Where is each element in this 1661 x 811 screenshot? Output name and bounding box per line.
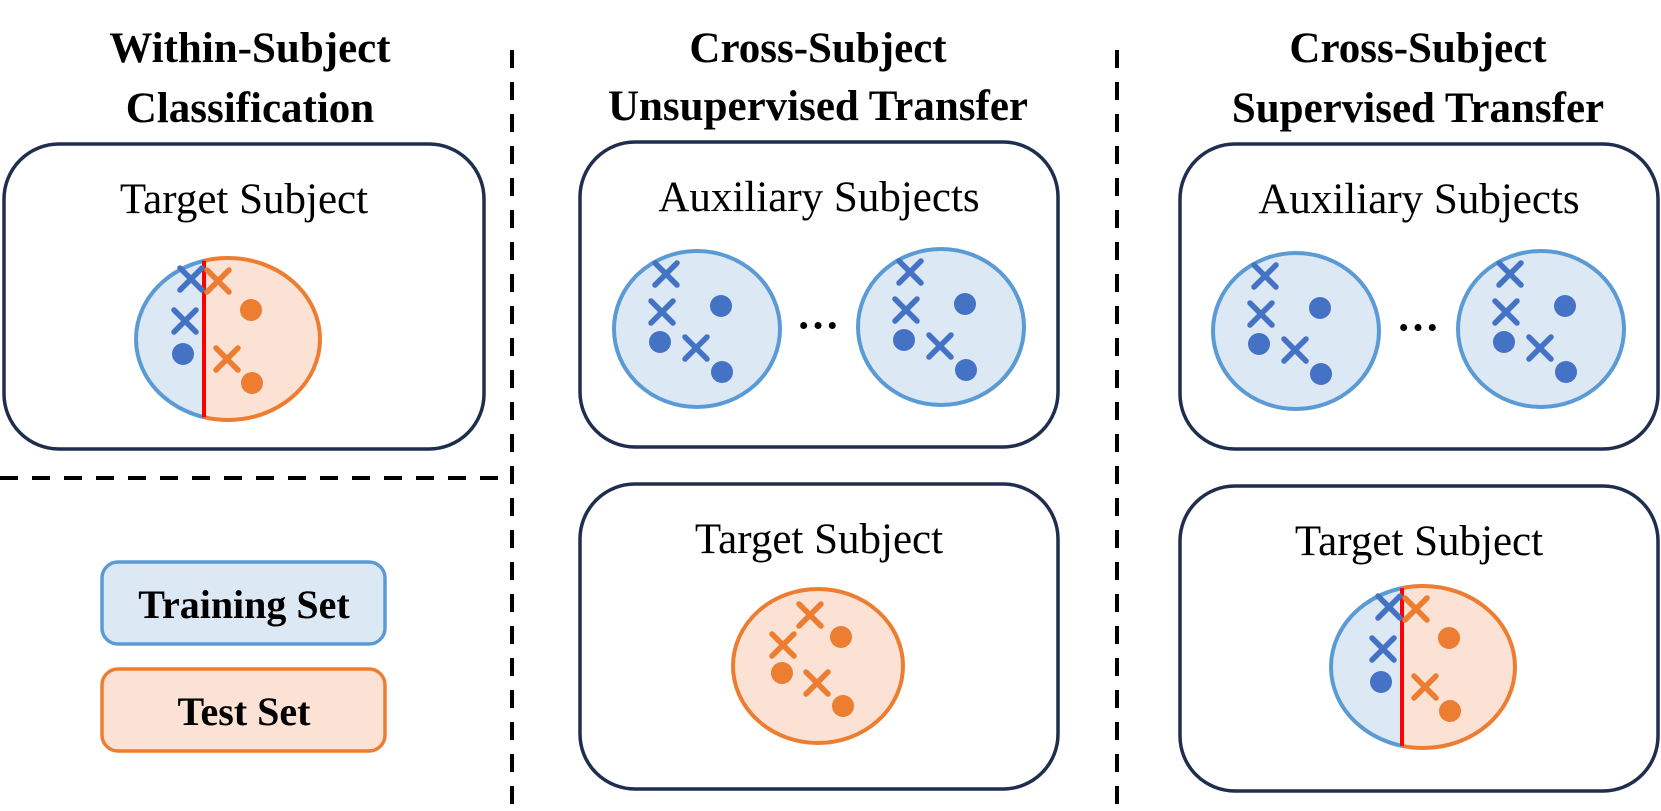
sup-ellipsis: ··· <box>1396 305 1439 352</box>
unsup-target-label: Target Subject <box>695 516 943 563</box>
dot-marker-icon <box>771 662 793 684</box>
cross-marker-icon <box>803 669 831 697</box>
legend-training-swatch <box>100 560 387 646</box>
dot-marker-icon <box>649 331 671 353</box>
cross-marker-icon <box>177 265 205 293</box>
subject-ellipse <box>731 587 905 745</box>
cross-marker-icon <box>926 332 954 360</box>
sup-heading-line1: Cross-Subject <box>1289 25 1547 72</box>
sup-aux-label: Auxiliary Subjects <box>1258 176 1579 223</box>
dot-marker-icon <box>893 329 915 351</box>
cross-marker-icon <box>1402 595 1430 623</box>
unsup-target-subject <box>731 587 905 745</box>
sup-aux-subject-1 <box>1211 251 1381 411</box>
test-half <box>204 256 322 422</box>
subject-ellipse <box>1211 251 1381 411</box>
dot-marker-icon <box>240 299 262 321</box>
cross-marker-icon <box>648 298 676 326</box>
dot-marker-icon <box>1439 700 1461 722</box>
dot-marker-icon <box>832 695 854 717</box>
legend-test-label: Test Set <box>178 689 312 734</box>
cross-marker-icon <box>1247 300 1275 328</box>
cross-marker-icon <box>796 601 824 629</box>
cross-marker-icon <box>892 296 920 324</box>
training-half <box>1329 586 1402 748</box>
test-half <box>1402 584 1517 750</box>
subject-ellipse <box>856 247 1026 407</box>
cross-marker-icon <box>682 334 710 362</box>
cross-marker-icon <box>213 345 241 373</box>
cross-marker-icon <box>1251 262 1279 290</box>
unsup-aux-subject-1 <box>612 249 782 409</box>
cross-marker-icon <box>204 267 232 295</box>
cross-marker-icon <box>1375 593 1403 621</box>
dot-marker-icon <box>1370 671 1392 693</box>
dot-marker-icon <box>830 626 852 648</box>
within-split-subject <box>134 256 322 422</box>
subject-ellipse <box>612 249 782 409</box>
unsup-heading-line2: Unsupervised Transfer <box>608 83 1028 130</box>
unsup-ellipsis: ··· <box>796 303 839 350</box>
sup-target-label: Target Subject <box>1295 518 1543 565</box>
cross-marker-icon <box>896 258 924 286</box>
sup-split-subject <box>1329 584 1517 750</box>
cross-marker-icon <box>171 307 199 335</box>
dot-marker-icon <box>954 293 976 315</box>
cross-marker-icon <box>1496 260 1524 288</box>
cross-marker-icon <box>1411 673 1439 701</box>
cross-marker-icon <box>1369 635 1397 663</box>
dot-marker-icon <box>1438 627 1460 649</box>
within-heading-line1: Within-Subject <box>109 25 391 72</box>
dot-marker-icon <box>172 343 194 365</box>
dot-marker-icon <box>1309 297 1331 319</box>
dot-marker-icon <box>711 361 733 383</box>
subject-ellipse <box>1456 249 1626 409</box>
legend-training-label: Training Set <box>138 582 350 627</box>
dot-marker-icon <box>955 359 977 381</box>
cross-marker-icon <box>769 631 797 659</box>
unsup-aux-subject-2 <box>856 247 1026 407</box>
cross-marker-icon <box>1526 334 1554 362</box>
within-heading-line2: Classification <box>126 85 375 132</box>
within-target-label: Target Subject <box>120 176 368 223</box>
legend-test-swatch <box>100 667 387 753</box>
cross-marker-icon <box>1281 336 1309 364</box>
training-half <box>134 258 204 420</box>
dot-marker-icon <box>1493 331 1515 353</box>
dot-marker-icon <box>1555 361 1577 383</box>
unsup-aux-label: Auxiliary Subjects <box>658 174 979 221</box>
cross-marker-icon <box>1492 298 1520 326</box>
dot-marker-icon <box>1310 363 1332 385</box>
dot-marker-icon <box>1554 295 1576 317</box>
sup-heading-line2: Supervised Transfer <box>1232 85 1604 132</box>
cross-marker-icon <box>652 260 680 288</box>
unsup-heading-line1: Cross-Subject <box>689 25 947 72</box>
dot-marker-icon <box>710 295 732 317</box>
dot-marker-icon <box>1248 333 1270 355</box>
dot-marker-icon <box>241 372 263 394</box>
sup-aux-subject-2 <box>1456 249 1626 409</box>
